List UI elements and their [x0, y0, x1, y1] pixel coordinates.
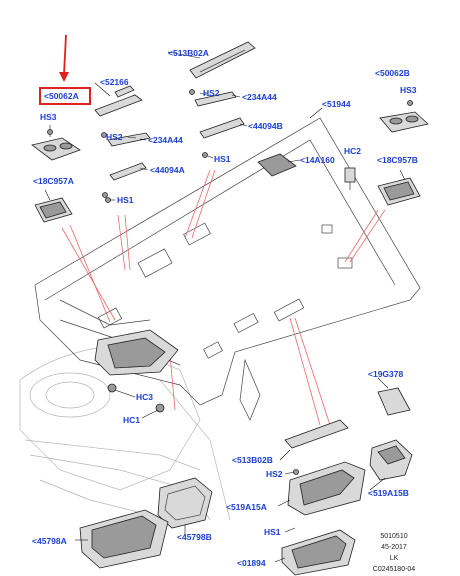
footer-line-4: C0245180-04 [373, 566, 416, 573]
highlight-annotation [39, 34, 91, 105]
highlight-arrow-icon [63, 34, 67, 75]
part-44094B-grab-handle[interactable] [199, 117, 245, 139]
callout-labels: <50062A <52166 <513B02A <50062B HS3 HS3 … [32, 48, 418, 568]
callout-leader-lines [44, 51, 406, 563]
footer-line-2: 45-2017 [381, 544, 407, 551]
callout-45798A: <45798A [32, 536, 67, 546]
callout-18C957A: <18C957A [33, 176, 74, 186]
callout-19G378: <19G378 [368, 369, 403, 379]
part-513B02A-trim-strip[interactable] [189, 41, 256, 79]
red-leader-lines [61, 169, 386, 426]
callout-234A44-mid: <234A44 [148, 135, 183, 145]
callout-hs2-top: HS2 [203, 88, 220, 98]
callout-hc3: HC3 [136, 392, 153, 402]
callout-519A15B: <519A15B [368, 488, 409, 498]
part-519A15A-console-unit[interactable] [287, 461, 366, 516]
part-50062A-console[interactable] [31, 137, 81, 161]
screw-hs1-a [202, 152, 208, 158]
part-18C957B-lamp-lens[interactable] [377, 177, 421, 206]
part-45798B-frame[interactable] [157, 477, 213, 529]
callout-45798B: <45798B [177, 532, 212, 542]
callout-hs2-mid: HS2 [106, 132, 123, 142]
part-overhead-console-frame[interactable] [94, 329, 179, 413]
callout-01894: <01894 [237, 558, 266, 568]
part-19G378-sensor[interactable] [377, 387, 411, 416]
part-18C957A-lamp-lens[interactable] [34, 197, 73, 223]
part-513B02B-trim-strip[interactable] [284, 419, 349, 449]
part-52166-handle-bracket[interactable] [94, 85, 143, 117]
footer-line-3: LK [390, 555, 399, 562]
callout-hc1: HC1 [123, 415, 140, 425]
callout-hs1-a: HS1 [214, 154, 231, 164]
screw-hs3-left [47, 125, 53, 137]
highlight-arrowhead-icon [59, 72, 69, 82]
callout-hs1-bottom: HS1 [264, 527, 281, 537]
callout-44094A: <44094A [150, 165, 185, 175]
callout-513B02B: <513B02B [232, 455, 273, 465]
callout-18C957B: <18C957B [377, 155, 418, 165]
callout-50062A: <50062A [44, 91, 79, 101]
callout-14A160: <14A160 [300, 155, 335, 165]
footer-line-1: 5010510 [380, 533, 407, 540]
part-234A44-top-grab-handle[interactable] [189, 89, 237, 107]
callout-52166: <52166 [100, 77, 129, 87]
callout-234A44-top: <234A44 [242, 92, 277, 102]
callout-51944: <51944 [322, 99, 351, 109]
callout-519A15A: <519A15A [226, 502, 267, 512]
callout-hs1-b: HS1 [117, 195, 134, 205]
drawing-reference-block: 5010510 45-2017 LK C0245180-04 [373, 533, 416, 573]
highlight-box [39, 87, 91, 105]
callout-hs3-left: HS3 [40, 112, 57, 122]
callout-50062B: <50062B [375, 68, 410, 78]
screw-hs1-b [105, 197, 111, 203]
part-50062B-console[interactable] [379, 100, 429, 133]
part-44094A-grab-handle[interactable] [102, 162, 147, 198]
part-234A44-mid-grab-handle[interactable] [101, 132, 151, 147]
part-hc2-clip[interactable] [344, 167, 356, 190]
callout-513B02A: <513B02A [168, 48, 209, 58]
part-45798A-bezel[interactable] [79, 509, 169, 569]
callout-hc2: HC2 [344, 146, 361, 156]
part-01894-lens[interactable] [281, 529, 356, 576]
callout-hs3-right: HS3 [400, 85, 417, 95]
part-519A15B-lamp[interactable] [369, 439, 413, 481]
callout-44094B: <44094B [248, 121, 283, 131]
part-14A160-module[interactable] [257, 153, 297, 177]
callout-hs2-bottom: HS2 [266, 469, 283, 479]
